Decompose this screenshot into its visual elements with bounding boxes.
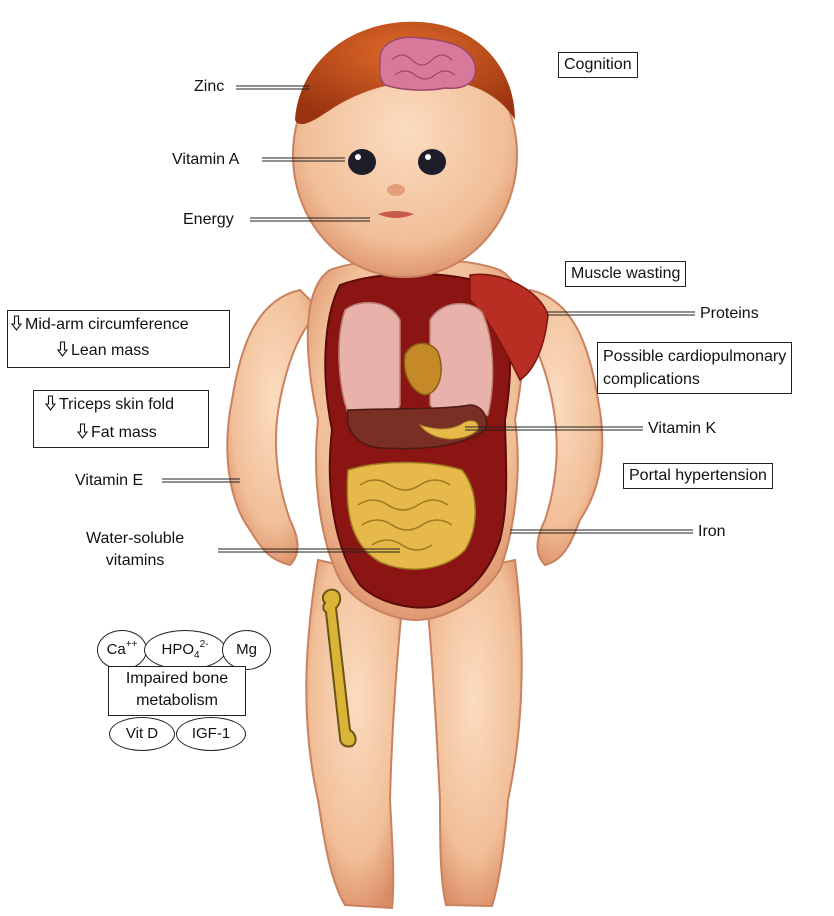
nose <box>387 184 405 196</box>
magnesium-text: Mg <box>236 641 257 658</box>
label-zinc: Zinc <box>194 78 224 96</box>
phosphate-charge: 2- <box>200 639 209 650</box>
oval-phosphate: HPO42- <box>144 630 226 670</box>
mid-arm-row: Mid-arm circumference <box>11 312 226 338</box>
box-cardio-line1: Possible cardiopulmonary <box>603 348 786 365</box>
label-iron: Iron <box>698 523 726 541</box>
calcium-charge: ++ <box>126 639 138 650</box>
impaired-line1: Impaired bone <box>126 670 228 687</box>
left-eye <box>348 149 376 175</box>
label-water-soluble-line1: Water-soluble <box>86 530 184 547</box>
oval-igf1: IGF-1 <box>176 717 246 751</box>
label-water-soluble: Water-soluble vitamins <box>86 528 184 572</box>
down-arrow-icon <box>57 341 68 357</box>
triceps-row: Triceps skin fold <box>37 391 205 419</box>
box-cognition: Cognition <box>558 52 638 78</box>
calcium-text: Ca <box>107 641 126 658</box>
mid-arm-text: Mid-arm circumference <box>25 316 189 333</box>
box-cardio-line2: complications <box>603 371 700 388</box>
igf1-text: IGF-1 <box>192 725 230 742</box>
box-muscle-wasting: Muscle wasting <box>565 261 686 287</box>
box-lean-mass: Mid-arm circumference Lean mass <box>7 310 230 368</box>
lean-mass-row: Lean mass <box>11 338 226 364</box>
label-vitamin-k: Vitamin K <box>648 420 716 438</box>
label-energy: Energy <box>183 211 234 229</box>
phosphate-text: HPO <box>162 641 195 658</box>
impaired-line2: metabolism <box>136 692 218 709</box>
down-arrow-icon <box>77 423 88 439</box>
label-proteins: Proteins <box>700 305 759 323</box>
box-portal-hypertension: Portal hypertension <box>623 463 773 489</box>
oval-calcium: Ca++ <box>97 630 147 670</box>
lean-mass-text: Lean mass <box>71 342 149 359</box>
right-eye <box>418 149 446 175</box>
label-vitamin-e: Vitamin E <box>75 472 143 490</box>
down-arrow-icon <box>11 315 22 331</box>
fat-mass-row: Fat mass <box>37 419 205 447</box>
box-cardiopulmonary: Possible cardiopulmonary complications <box>597 342 792 394</box>
label-water-soluble-line2: vitamins <box>106 552 165 569</box>
label-vitamin-a: Vitamin A <box>172 151 239 169</box>
down-arrow-icon <box>45 395 56 411</box>
vitamin-d-text: Vit D <box>126 725 158 742</box>
triceps-text: Triceps skin fold <box>59 396 174 413</box>
oval-magnesium: Mg <box>222 630 271 670</box>
box-fat-mass: Triceps skin fold Fat mass <box>33 390 209 448</box>
fat-mass-text: Fat mass <box>91 424 157 441</box>
oval-vitamin-d: Vit D <box>109 717 175 751</box>
phosphate-subscript: 4 <box>194 650 200 661</box>
box-impaired-bone-metabolism: Impaired bone metabolism <box>108 666 246 716</box>
